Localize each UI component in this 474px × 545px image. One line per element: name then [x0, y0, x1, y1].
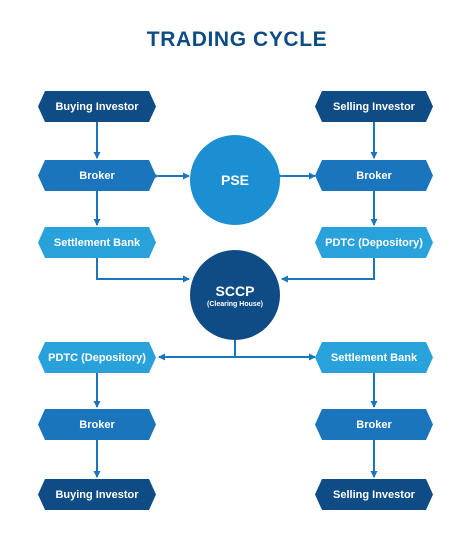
- sccp-sublabel: (Clearing House): [206, 300, 263, 308]
- pse-label: PSE: [220, 172, 249, 188]
- box-buying-investor-top: Buying Investor: [38, 91, 156, 122]
- box-selling-investor-top: Selling Investor: [315, 91, 433, 122]
- pse-circle: PSE: [190, 135, 280, 225]
- arrow-bank-to-sccp: [96, 258, 190, 283]
- box-settlement-bank-bottom: Settlement Bank: [315, 342, 433, 373]
- box-broker-top-right: Broker: [315, 160, 433, 191]
- box-pdtc-bottom: PDTC (Depository): [38, 342, 156, 373]
- box-selling-investor-bottom: Selling Investor: [315, 479, 433, 510]
- sccp-label: SCCP: [215, 282, 255, 299]
- box-broker-bottom-right: Broker: [315, 409, 433, 440]
- sccp-circle: SCCP (Clearing House): [190, 250, 280, 340]
- diagram-title: TRADING CYCLE: [146, 28, 328, 51]
- arrow-pdtc-to-sccp: [281, 258, 375, 283]
- box-broker-top-left: Broker: [38, 160, 156, 191]
- box-buying-investor-bottom: Buying Investor: [38, 479, 156, 510]
- box-settlement-bank-top: Settlement Bank: [38, 227, 156, 258]
- box-pdtc-top: PDTC (Depository): [315, 227, 433, 258]
- box-broker-bottom-left: Broker: [38, 409, 156, 440]
